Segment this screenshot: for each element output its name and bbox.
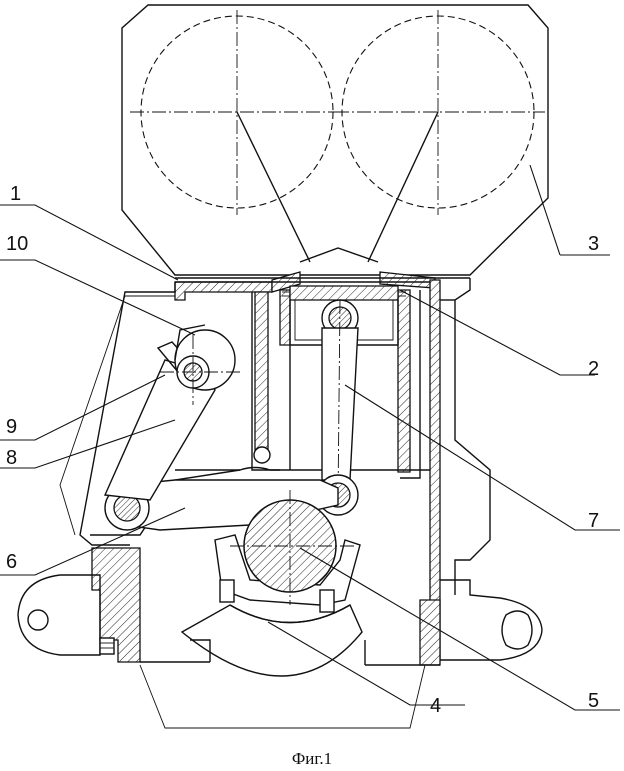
crankshaft [214, 490, 361, 613]
callout-labels: 1 2 3 4 5 6 7 8 9 10 [6, 183, 599, 717]
callout-1: 1 [10, 183, 21, 205]
eccentric [160, 324, 240, 405]
counterweight [180, 604, 363, 677]
upper-housing [121, 4, 549, 276]
callout-7: 7 [588, 510, 599, 532]
callout-4: 4 [430, 695, 441, 717]
crankcase-block [17, 271, 543, 666]
callout-2: 2 [588, 358, 599, 380]
callout-6: 6 [6, 551, 17, 573]
callout-leaders [0, 164, 620, 711]
callout-9: 9 [6, 416, 17, 438]
callout-8: 8 [6, 447, 17, 469]
figure-caption: Фиг.1 [292, 749, 332, 768]
callout-10: 10 [6, 233, 28, 255]
callout-3: 3 [588, 233, 599, 255]
callout-5: 5 [588, 690, 599, 712]
envelope-outline [59, 295, 426, 729]
piston [282, 285, 406, 346]
